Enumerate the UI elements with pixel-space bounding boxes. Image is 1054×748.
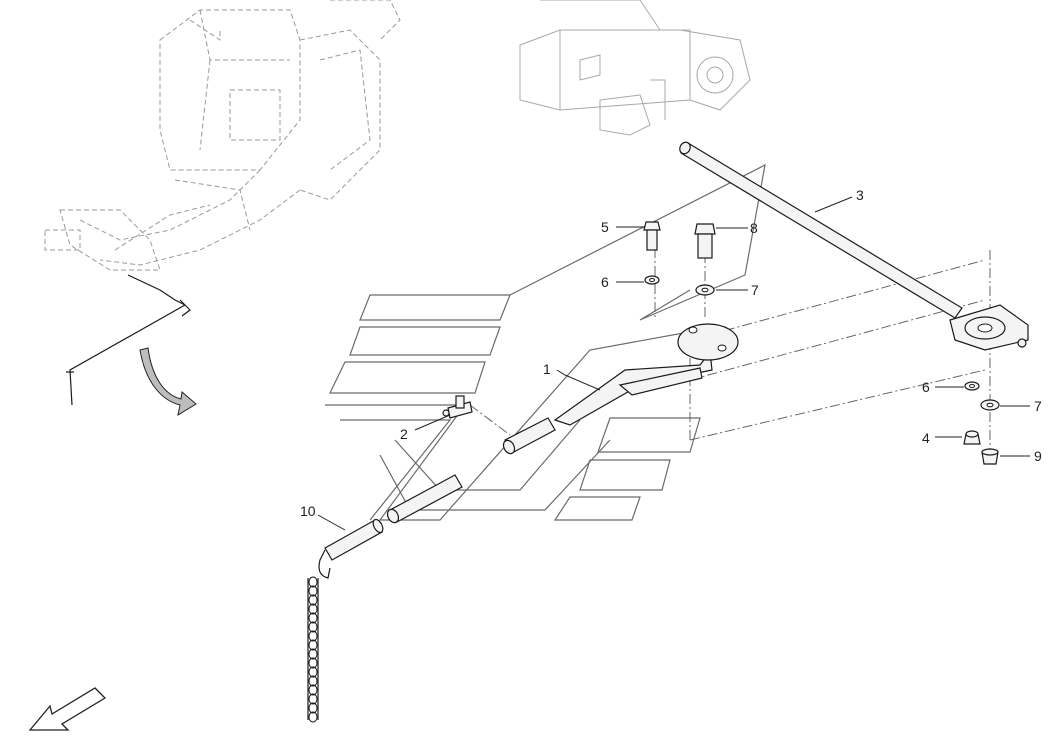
callout-4: 4 <box>922 430 930 446</box>
callout-labels: 1 2 3 4 5 6 6 7 7 8 9 10 <box>300 187 1042 519</box>
leader-lines <box>317 196 1030 531</box>
sleeve-tube-middle <box>386 474 463 524</box>
tube-part-10 <box>324 518 384 561</box>
chain <box>307 549 331 723</box>
callout-7-right: 7 <box>1034 398 1042 414</box>
chain-link <box>308 657 318 669</box>
bolt-part-5 <box>643 221 661 251</box>
bolt-part-8 <box>694 223 716 259</box>
inset-schematic <box>66 274 191 406</box>
callout-2: 2 <box>400 426 408 442</box>
callout-9: 9 <box>1034 448 1042 464</box>
chain-link <box>308 702 318 714</box>
callout-6-top: 6 <box>601 274 609 290</box>
chain-link <box>308 621 318 633</box>
chain-link <box>308 576 318 588</box>
callout-3: 3 <box>856 187 864 203</box>
lever-part-1 <box>553 323 739 426</box>
rod-part-3 <box>679 141 963 319</box>
washer-part-7-top <box>695 284 715 296</box>
chain-link <box>308 612 318 624</box>
chain-link <box>308 585 318 597</box>
nut-part-4 <box>963 430 981 445</box>
t-fitting-part-2 <box>442 395 473 419</box>
callout-5: 5 <box>601 219 609 235</box>
sleeve-tube-upper <box>502 417 556 455</box>
pivot-bracket <box>949 304 1029 351</box>
chain-link <box>308 594 318 606</box>
callout-10: 10 <box>300 503 316 519</box>
callout-8: 8 <box>750 220 758 236</box>
machine-outline-left <box>44 0 401 271</box>
chain-link <box>308 684 318 696</box>
chain-link <box>308 639 318 651</box>
decal-stripes <box>325 163 766 521</box>
direction-arrow-icon <box>28 687 107 731</box>
chain-link <box>308 711 318 723</box>
chain-link <box>308 648 318 660</box>
rotation-arrow-icon <box>139 347 197 417</box>
callout-6-right: 6 <box>922 379 930 395</box>
callout-7-top: 7 <box>751 282 759 298</box>
machine-outline-right <box>519 0 751 136</box>
chain-link <box>308 666 318 678</box>
cap-nut-part-9 <box>981 448 999 465</box>
washer-part-6-right <box>964 381 980 391</box>
washer-part-7-right <box>980 399 1000 411</box>
washer-part-6-top <box>644 275 660 285</box>
chain-link <box>308 603 318 615</box>
chain-link <box>308 675 318 687</box>
callout-1: 1 <box>543 361 551 377</box>
chain-link <box>308 630 318 642</box>
chain-link <box>308 693 318 705</box>
